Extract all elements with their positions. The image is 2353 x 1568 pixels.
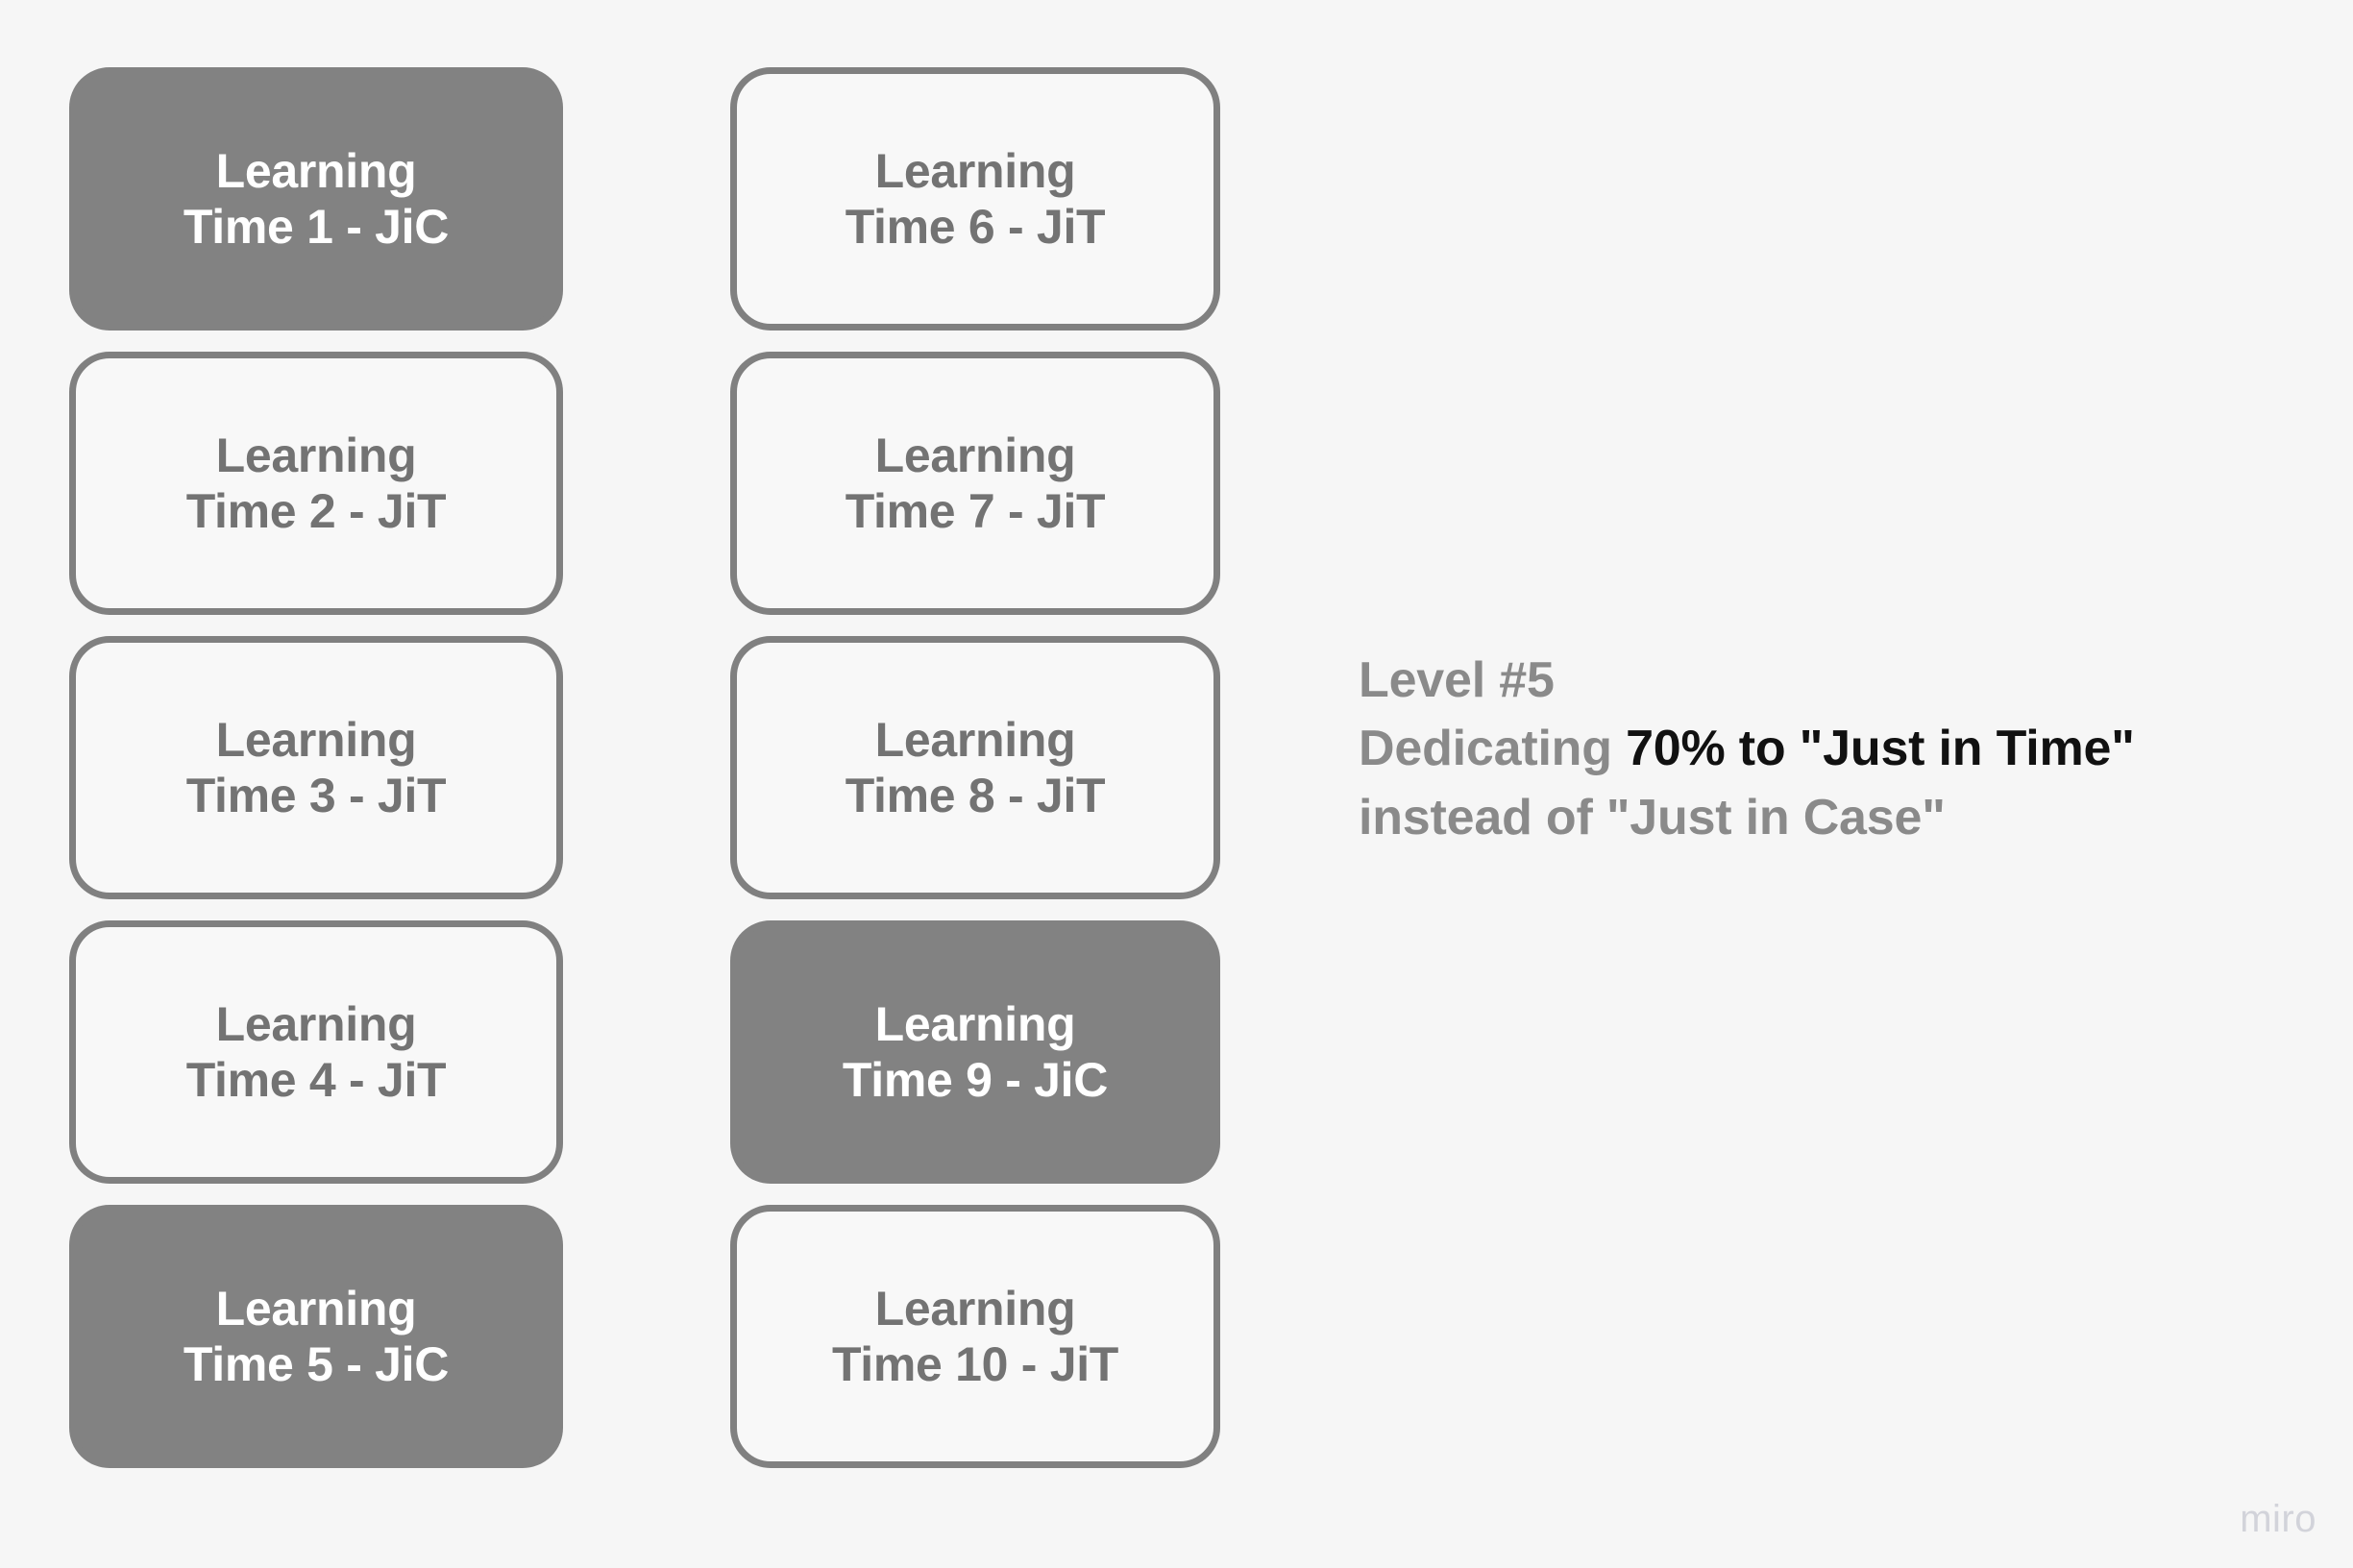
card-line-2: Time 8 - JiT xyxy=(845,769,1106,822)
card-line-2: Time 6 - JiT xyxy=(845,200,1106,254)
annotation-level-label: Level #5 xyxy=(1359,652,1555,708)
card-line-2: Time 5 - JiC xyxy=(183,1337,450,1391)
card-line-2: Time 4 - JiT xyxy=(185,1053,447,1107)
card-line-2: Time 7 - JiT xyxy=(845,484,1106,538)
card-line-1: Learning xyxy=(215,713,417,767)
card-line-2: Time 9 - JiC xyxy=(842,1053,1109,1107)
card-line-1: Learning xyxy=(874,144,1076,198)
annotation-prefix: Dedicating xyxy=(1359,721,1627,777)
miro-watermark: miro xyxy=(2240,1498,2316,1540)
card-line-1: Learning xyxy=(874,1282,1076,1335)
card-line-1: Learning xyxy=(215,997,417,1051)
card-line-1: Learning xyxy=(215,1282,417,1335)
card-line-2: Time 10 - JiT xyxy=(831,1337,1119,1391)
card-line-1: Learning xyxy=(874,713,1076,767)
card-line-2: Time 1 - JiC xyxy=(183,200,450,254)
card-line-1: Learning xyxy=(215,429,417,482)
annotation-main-line: Dedicating 70% to "Just in Time" xyxy=(1359,720,2319,778)
card-line-2: Time 3 - JiT xyxy=(185,769,447,822)
card-line-2: Time 2 - JiT xyxy=(185,484,447,538)
annotation-third-line: instead of "Just in Case" xyxy=(1359,789,1946,845)
card-line-1: Learning xyxy=(874,997,1076,1051)
annotation-highlight: 70% to "Just in Time" xyxy=(1626,721,2135,777)
card-line-1: Learning xyxy=(874,429,1076,482)
card-line-1: Learning xyxy=(215,144,417,198)
annotation-text-block: Level #5 Dedicating 70% to "Just in Time… xyxy=(1359,651,2319,847)
